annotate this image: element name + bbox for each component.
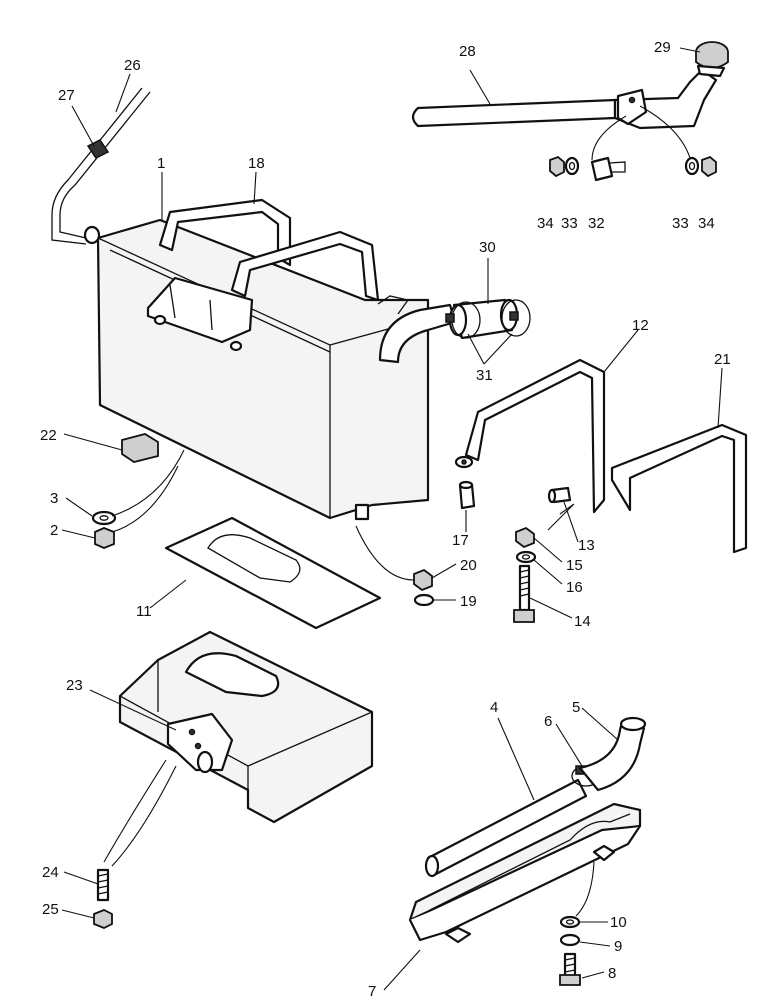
tank-carrier: [118, 630, 374, 824]
strap-nut: [515, 526, 535, 549]
fuel-feed-pipe: [51, 87, 151, 245]
connecting-hose: [448, 298, 519, 340]
nut-left: [549, 155, 565, 178]
callout-19: 19: [460, 593, 477, 610]
guard-bolt: [559, 952, 581, 986]
tank-bolt: [94, 527, 115, 549]
spacer: [458, 480, 476, 510]
callout-21: 21: [714, 351, 731, 368]
callout-8: 8: [608, 965, 616, 982]
callout-26: 26: [124, 57, 141, 74]
callout-6: 6: [544, 713, 552, 730]
carrier-stud: [96, 868, 110, 902]
guard-lock-washer: [559, 933, 581, 947]
callout-labels: 1 26 27 18 28 29 30 31 12 21 34 33 32 33…: [40, 39, 731, 1000]
callout-20: 20: [460, 557, 477, 574]
tank-strap-frame: [146, 198, 380, 352]
callout-32: 32: [588, 215, 605, 232]
callout-27: 27: [58, 87, 75, 104]
insulation-pad: [164, 516, 382, 630]
callout-2: 2: [50, 522, 58, 539]
rubber-pad: [121, 433, 159, 463]
callout-33-left: 33: [561, 215, 578, 232]
strap-pin: [547, 486, 572, 504]
callout-28: 28: [459, 43, 476, 60]
callout-11: 11: [136, 603, 152, 620]
callout-22: 22: [40, 427, 57, 444]
hose-clip-right: [501, 299, 531, 337]
callout-30: 30: [479, 239, 496, 256]
elbow-hose: [578, 716, 647, 792]
washer-right: [684, 156, 700, 176]
guard-washer: [559, 915, 581, 929]
washer-left: [564, 156, 580, 176]
callout-5: 5: [572, 699, 580, 716]
callout-13: 13: [578, 537, 595, 554]
pipe-guard: [408, 802, 642, 944]
breather-stud: [590, 156, 626, 182]
nut-right: [701, 155, 717, 178]
callout-25: 25: [42, 901, 59, 918]
drain-nut: [413, 568, 433, 592]
strap-washer: [515, 550, 537, 564]
callout-7: 7: [368, 983, 376, 1000]
callout-29: 29: [654, 39, 671, 56]
tank-strap: [454, 358, 606, 514]
breather-pipe: [411, 68, 718, 130]
leader-lines: [61, 47, 723, 991]
callout-23: 23: [66, 677, 83, 694]
callout-4: 4: [490, 699, 498, 716]
callout-9: 9: [614, 938, 622, 955]
callout-31: 31: [476, 367, 493, 384]
tank-washer: [91, 510, 117, 526]
filler-cap: [695, 41, 729, 78]
callout-3: 3: [50, 490, 58, 507]
callout-33-right: 33: [672, 215, 689, 232]
carrier-nut: [93, 909, 113, 929]
drain-plug: [354, 503, 370, 521]
callout-18: 18: [248, 155, 265, 172]
callout-16: 16: [566, 579, 583, 596]
pipe-clip: [86, 139, 110, 159]
callout-34-right: 34: [698, 215, 715, 232]
hose-clip-left: [445, 301, 481, 339]
callout-1: 1: [157, 155, 165, 172]
fuel-pipe: [424, 778, 588, 878]
callout-34-left: 34: [537, 215, 554, 232]
drain-washer: [413, 593, 435, 607]
strap-pad: [610, 423, 748, 554]
callout-17: 17: [452, 532, 469, 549]
callout-10: 10: [610, 914, 627, 931]
callout-14: 14: [574, 613, 591, 630]
callout-15: 15: [566, 557, 583, 574]
callout-24: 24: [42, 864, 59, 881]
callout-12: 12: [632, 317, 649, 334]
strap-bolt: [513, 564, 535, 623]
